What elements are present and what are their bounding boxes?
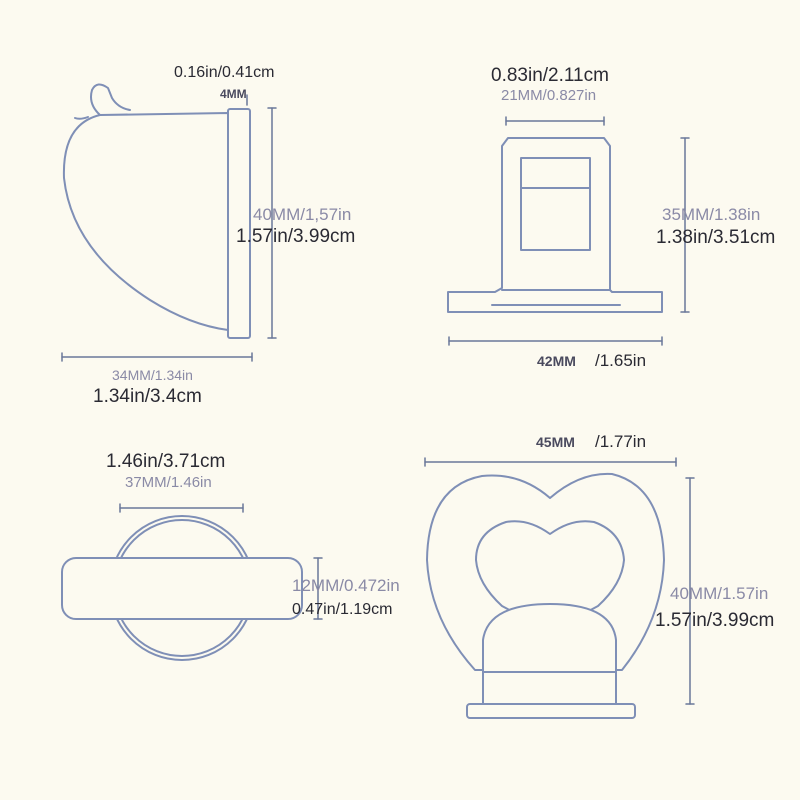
base-plate [466, 703, 636, 719]
hook-curl [90, 83, 131, 116]
hook-width-inch-label: 0.16in/0.41cm [174, 64, 275, 81]
width-inch-label-tr: /1.65in [595, 351, 647, 370]
flat-bar [61, 557, 303, 620]
height-mm-label-br: 40MM/1.57in [670, 584, 769, 603]
diameter-inch-label: 1.46in/3.71cm [106, 451, 226, 472]
width-mm-label-tr: 42MM [537, 353, 576, 369]
height-mm-label-tr: 35MM/1.38in [662, 205, 761, 224]
stand-outline [447, 137, 663, 313]
dome-base [482, 603, 617, 673]
thickness-inch-label: 0.47in/1.19cm [292, 601, 393, 618]
hook-width-mm-label: 4MM [220, 87, 247, 101]
thickness-mm-label: 12MM/0.472in [292, 576, 400, 595]
width-inch-label-tl: 1.34in/3.4cm [93, 386, 202, 407]
disc-bar-piece [61, 515, 303, 661]
width-mm-label-tl: 34MM/1.34in [112, 367, 193, 383]
slot-width-mm-label: 21MM/0.827in [501, 87, 597, 104]
quarter-round-body [62, 112, 229, 331]
height-inch-label-br: 1.57in/3.99cm [655, 610, 775, 631]
slot-width-inch-label: 0.83in/2.11cm [491, 65, 609, 86]
height-inch-label-tl: 1.57in/3.99cm [236, 226, 356, 247]
heart-stand-piece [426, 472, 665, 719]
quarter-round-hook-piece [62, 83, 251, 339]
height-inch-label-tr: 1.38in/3.51cm [656, 227, 776, 248]
slot-stand-piece [447, 137, 663, 313]
width-mm-label-br: 45MM [536, 434, 575, 450]
height-mm-label-tl: 40MM/1,57in [253, 205, 352, 224]
slot-opening [520, 157, 591, 251]
width-inch-label-br: /1.77in [595, 432, 647, 451]
diameter-mm-label: 37MM/1.46in [125, 474, 212, 491]
back-plate [227, 108, 251, 339]
